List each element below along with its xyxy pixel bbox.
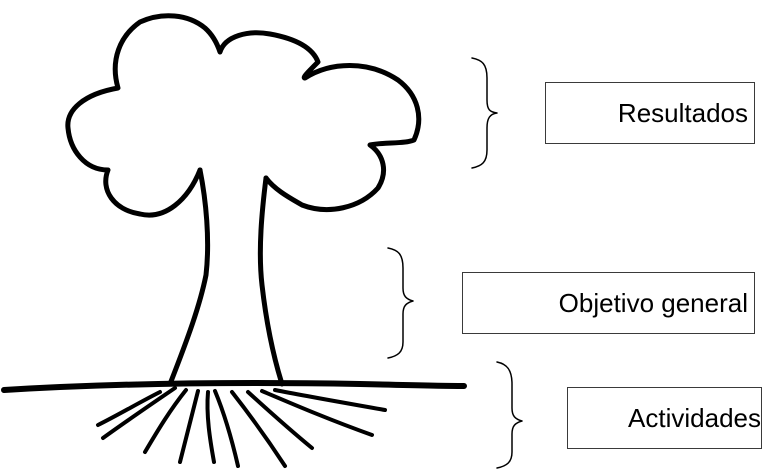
tree-crown [65, 13, 422, 218]
label-objetivo-general: Objetivo general [462, 272, 755, 334]
tree-trunk-right [257, 175, 285, 387]
label-resultados-text: Resultados [617, 97, 748, 128]
tree-roots [96, 386, 387, 468]
brace-actividades [496, 361, 523, 469]
brace-resultados [471, 57, 498, 169]
label-actividades-text: Actividades [628, 402, 761, 433]
label-resultados: Resultados [545, 82, 755, 144]
tree-trunk-left [167, 167, 211, 387]
brace-objetivo [387, 247, 414, 359]
label-objetivo-general-text: Objetivo general [558, 287, 748, 318]
ground-line [1, 380, 467, 393]
label-actividades: Actividades [567, 387, 762, 449]
